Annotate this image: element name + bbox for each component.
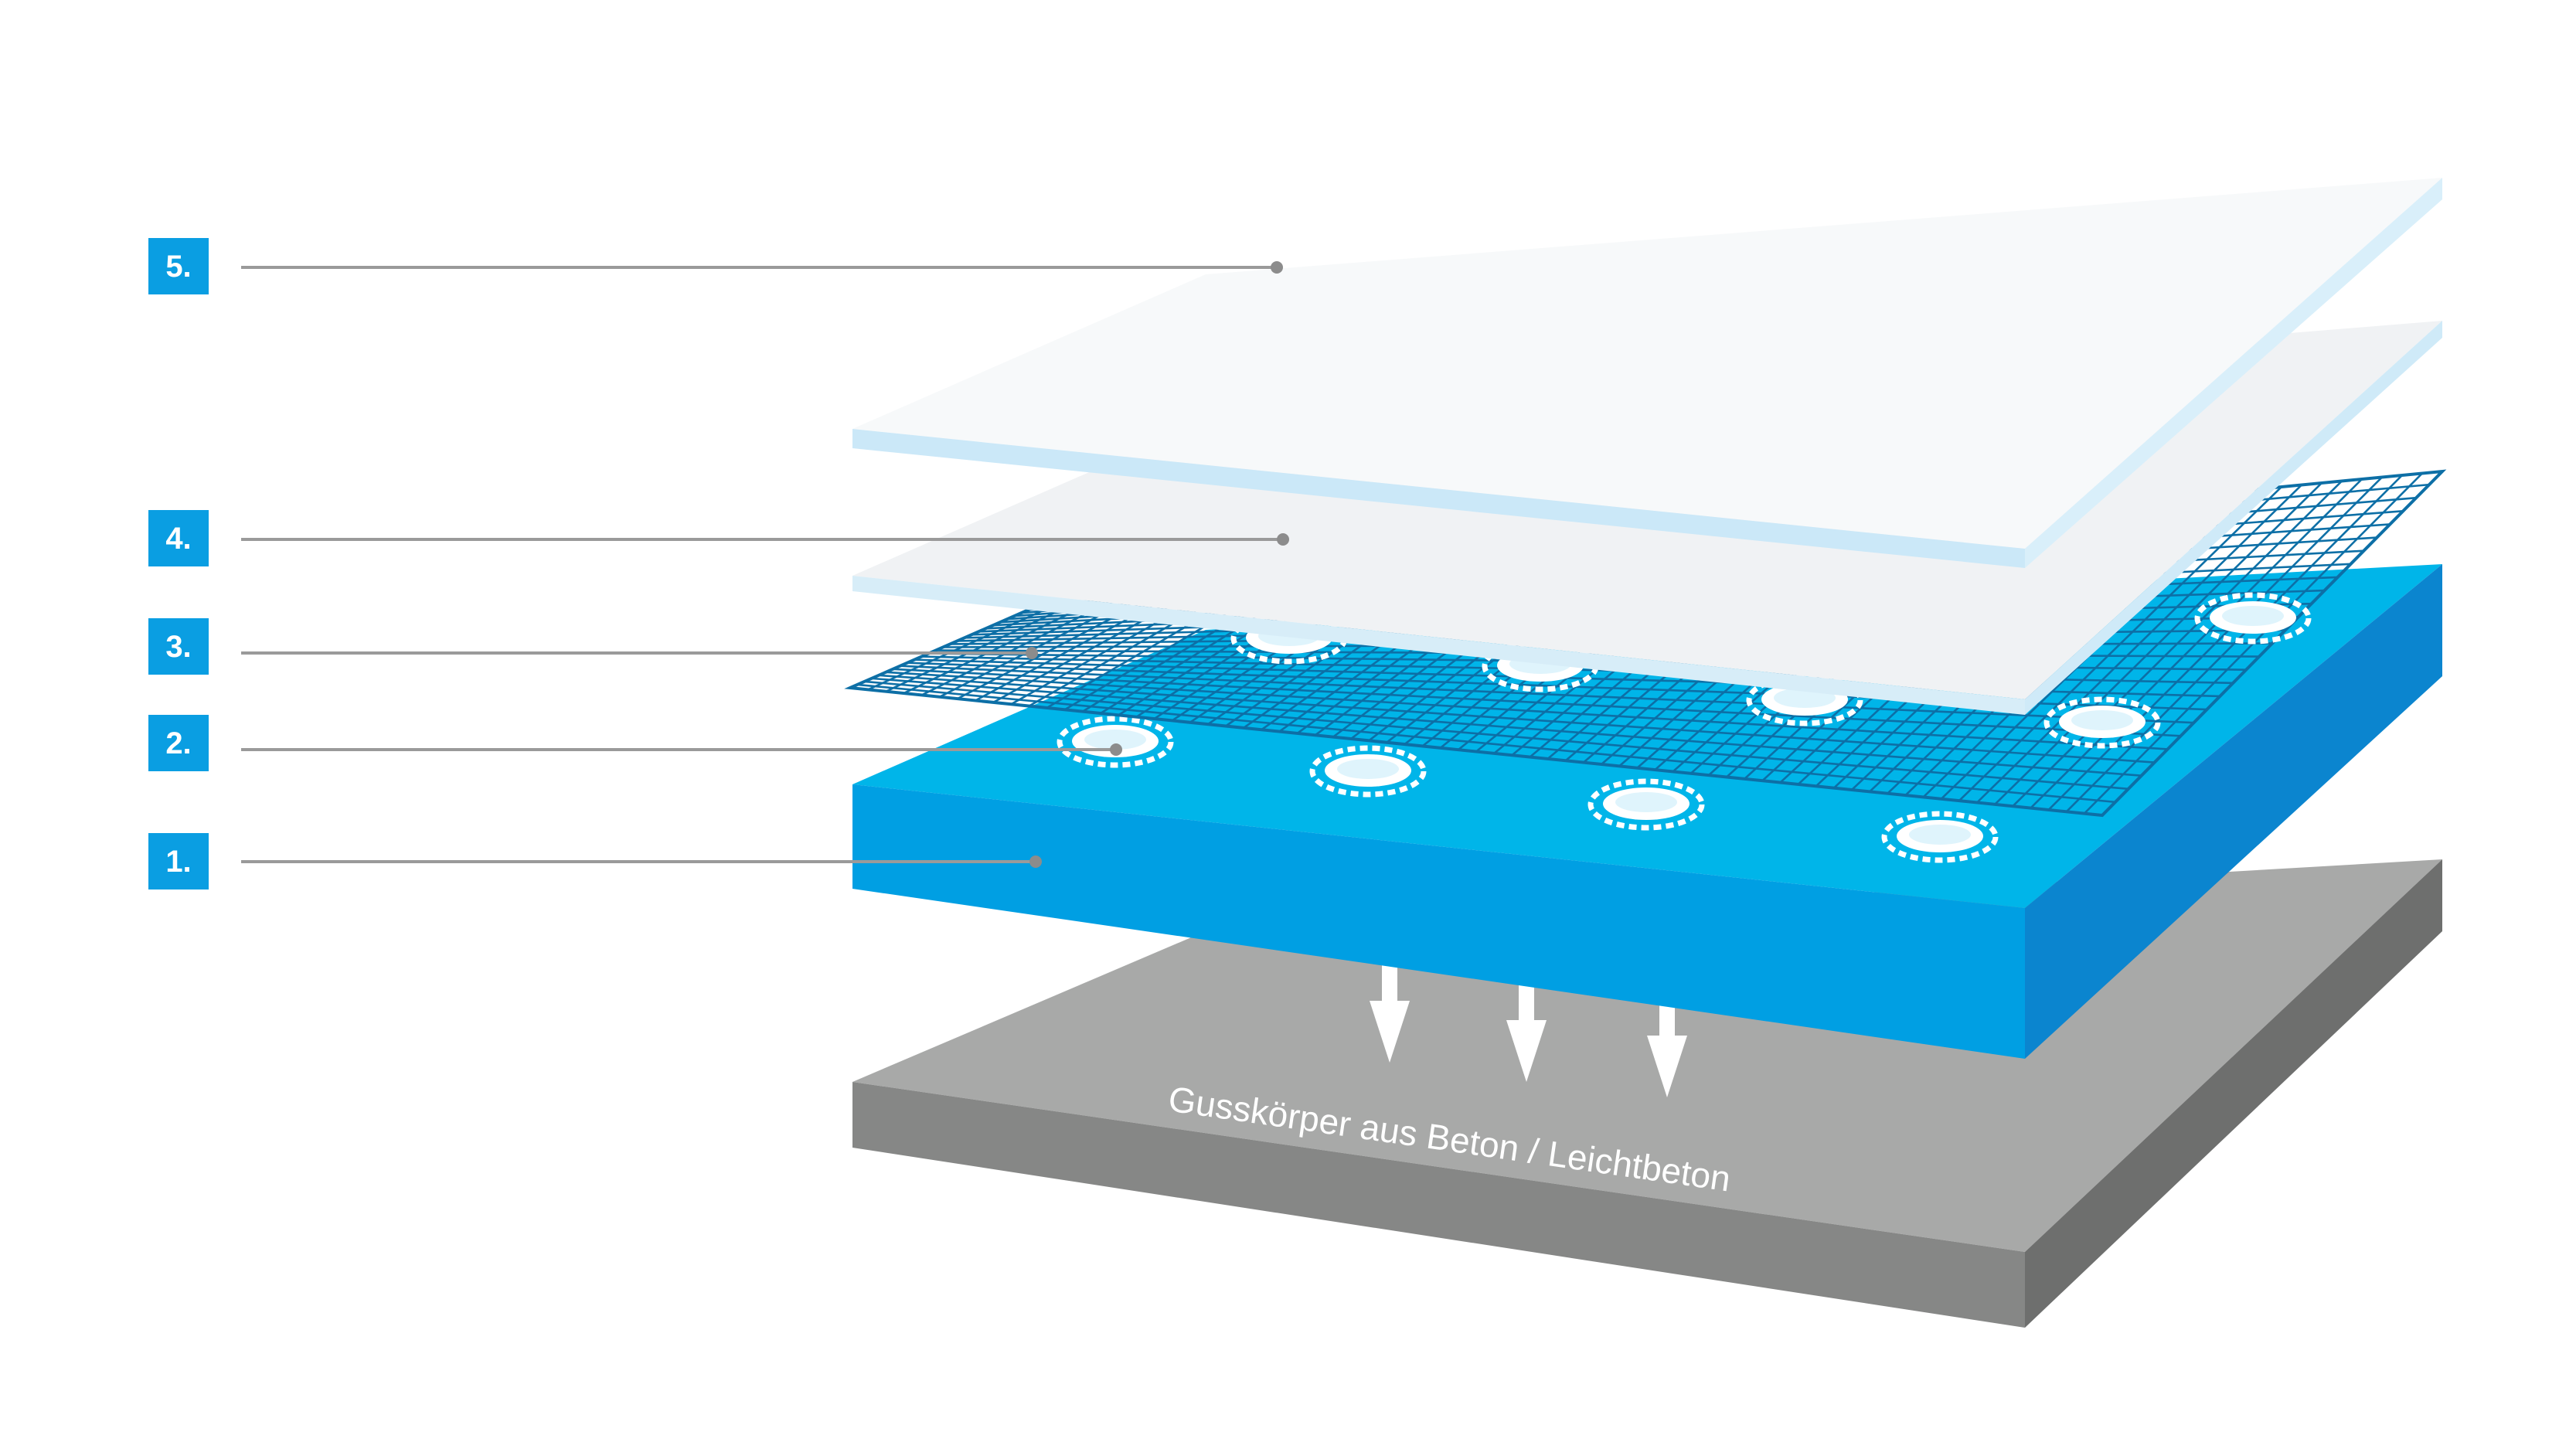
svg-text:1.: 1.: [165, 845, 191, 879]
mesh-line: [857, 683, 2116, 804]
svg-text:3.: 3.: [165, 630, 191, 664]
svg-text:4.: 4.: [165, 522, 191, 556]
finish-coat-sheet-top: [852, 178, 2442, 549]
base-coat-sheet-side: [2025, 321, 2442, 715]
base-coat-sheet-front: [852, 576, 2025, 715]
finish-coat-sheet-front: [852, 429, 2025, 568]
svg-text:2.: 2.: [165, 726, 191, 760]
concrete-base-front: [852, 1082, 2025, 1328]
arrow-down-icon: [1647, 997, 1687, 1097]
mesh-line: [893, 668, 2181, 737]
leader-lines: [241, 261, 1289, 868]
layer-label-1: 1.: [148, 833, 209, 889]
layer-label-4: 4.: [148, 510, 209, 566]
svg-text:5.: 5.: [165, 250, 191, 284]
leader-dot-2: [1110, 743, 1122, 756]
mesh-line: [864, 680, 2129, 791]
arrow-down-icon: [1370, 962, 1410, 1063]
mesh-line: [871, 677, 2142, 777]
concrete-base-side: [2025, 859, 2442, 1328]
leader-dot-1: [1029, 855, 1042, 868]
leader-dot-3: [1026, 647, 1038, 659]
pressure-arrows: [1370, 962, 1687, 1097]
mesh-line: [886, 671, 2168, 750]
layer-label-3: 3.: [148, 618, 209, 675]
layer-label-5: 5.: [148, 238, 209, 294]
layer-label-2: 2.: [148, 715, 209, 771]
layer-labels: 5. 4. 3. 2. 1.: [148, 238, 209, 889]
foam-board-front: [852, 784, 2025, 1059]
finish-coat-sheet: [852, 178, 2442, 568]
leader-dot-5: [1271, 261, 1283, 274]
mesh-line: [900, 665, 2194, 724]
arrow-down-icon: [1506, 981, 1547, 1082]
leader-dot-4: [1277, 533, 1289, 546]
foam-board-side: [2025, 564, 2442, 1059]
finish-coat-sheet-side: [2025, 178, 2442, 568]
mesh-line: [878, 674, 2155, 764]
